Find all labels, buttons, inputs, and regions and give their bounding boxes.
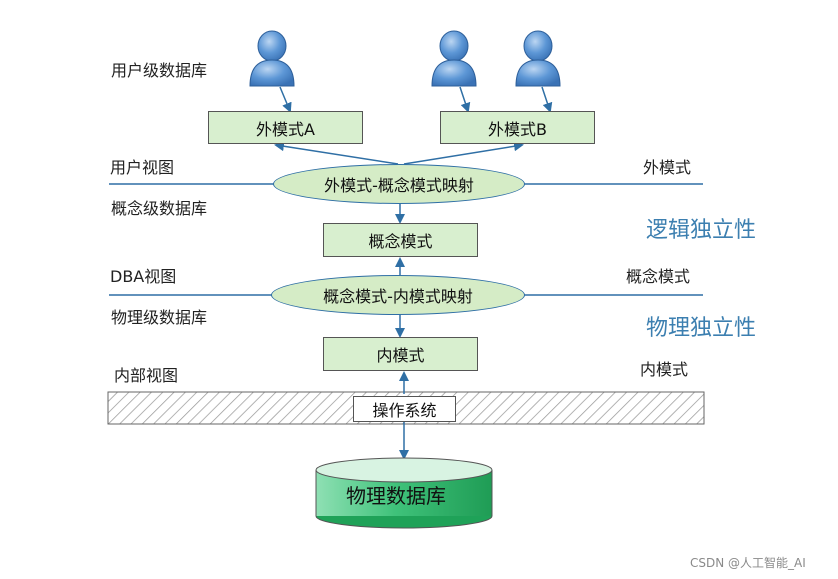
label-right-concept: 概念模式: [626, 267, 691, 286]
user-icon-3: [515, 30, 561, 87]
label-concept-db: 概念级数据库: [111, 199, 208, 218]
label-physical-db: 物理级数据库: [111, 308, 208, 327]
arrow-map-to-ext-a: [274, 141, 399, 165]
mapping-external-concept: 外模式-概念模式映射: [273, 164, 525, 204]
arrow-map-to-ext-b: [403, 141, 524, 165]
user-icon-1: [249, 30, 295, 87]
internal-schema: 内模式: [323, 337, 478, 371]
mapping-concept-internal: 概念模式-内模式映射: [271, 275, 525, 315]
label-user-db: 用户级数据库: [111, 61, 208, 80]
label-dba-view: DBA视图: [110, 267, 177, 286]
label-logical-independence: 逻辑独立性: [646, 218, 757, 243]
arrow-user1-to-ext-a: [279, 86, 292, 113]
watermark-text: CSDN @人工智能_AI: [690, 556, 806, 570]
concept-schema: 概念模式: [323, 223, 478, 257]
operating-system: 操作系统: [353, 396, 456, 422]
label-physical-independence: 物理独立性: [646, 316, 757, 341]
database-cylinder-icon: [315, 457, 493, 529]
label-internal-view: 内部视图: [114, 366, 179, 385]
label-right-external: 外模式: [643, 158, 692, 177]
external-schema-b: 外模式B: [440, 111, 595, 144]
physical-database-label: 物理数据库: [346, 484, 446, 508]
arrow-user2-to-ext-b: [459, 86, 471, 113]
external-schema-a: 外模式A: [208, 111, 363, 144]
arrow-user3-to-ext-b: [541, 86, 553, 113]
label-right-internal: 内模式: [640, 360, 689, 379]
label-user-view: 用户视图: [110, 158, 175, 177]
user-icon-2: [431, 30, 477, 87]
